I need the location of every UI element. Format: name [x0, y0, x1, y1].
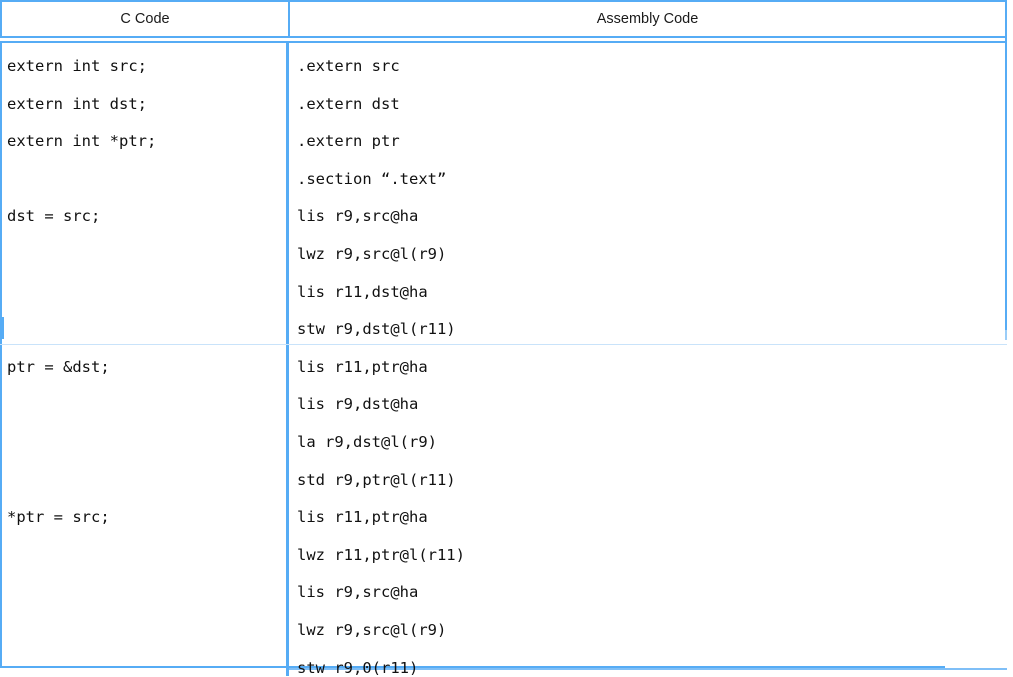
assembly-code-line: lis r11,ptr@ha — [297, 357, 428, 376]
assembly-code-line: lwz r9,src@l(r9) — [297, 245, 447, 263]
assembly-code-line: lwz r11,ptr@l(r11) — [297, 545, 465, 564]
column-header-c-code: C Code — [2, 2, 290, 36]
assembly-code-line: .extern src — [297, 57, 400, 75]
assembly-code-line: .section “.text” — [297, 169, 447, 188]
header-rule-lower — [0, 41, 1007, 43]
table-left-border — [0, 43, 2, 668]
header-rule-upper — [0, 36, 1007, 38]
table-right-border-lower — [1005, 330, 1007, 340]
assembly-code-line: lwz r9,src@l(r9) — [297, 621, 447, 639]
assembly-code-line: .extern dst — [297, 94, 400, 113]
row-group-separator — [0, 343, 1007, 345]
assembly-code-line: stw r9,0(r11) — [297, 658, 419, 677]
c-code-line: extern int *ptr; — [7, 132, 157, 151]
row-group-tick — [0, 316, 4, 339]
assembly-code-line: lis r9,src@ha — [297, 583, 419, 602]
c-code-line: extern int src; — [7, 57, 147, 75]
table-header-row: C Code Assembly Code — [0, 0, 1007, 36]
column-divider — [286, 43, 289, 676]
column-header-assembly-code: Assembly Code — [596, 11, 699, 27]
assembly-code-line: std r9,ptr@l(r11) — [297, 470, 456, 489]
assembly-code-line: la r9,dst@l(r9) — [297, 433, 437, 451]
assembly-code-line: .extern ptr — [297, 132, 400, 151]
assembly-code-line: stw r9,dst@l(r11) — [297, 320, 456, 339]
c-code-line: dst = src; — [7, 207, 101, 226]
c-code-line: extern int dst; — [7, 94, 147, 113]
table-right-border — [1005, 0, 1007, 330]
c-code-column: extern int src; extern int dst; extern int… — [0, 43, 286, 676]
table-bottom-border-right — [289, 668, 1007, 670]
assembly-code-line: lis r11,ptr@ha — [297, 508, 428, 527]
assembly-code-line: lis r11,dst@ha — [297, 282, 428, 301]
assembly-code-line: lis r9,dst@ha — [297, 395, 419, 414]
c-code-line: *ptr = src; — [7, 508, 110, 527]
assembly-code-line: lis r9,src@ha — [297, 207, 419, 226]
assembly-code-column: .extern src .extern dst .extern ptr .sectio… — [289, 43, 1007, 676]
table-bottom-border — [0, 666, 945, 668]
c-code-line: ptr = &dst; — [7, 357, 110, 376]
